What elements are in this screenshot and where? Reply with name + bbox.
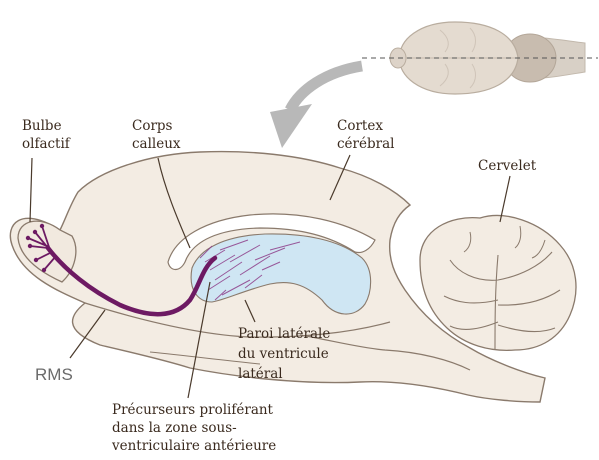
precurseurs-label-line3: ventriculaire antérieure <box>111 438 276 454</box>
cortex-label-line1: Cortex <box>337 118 383 134</box>
paroi-label-line1: Paroi latérale <box>238 326 330 342</box>
precurseurs-label-line2: dans la zone sous- <box>112 420 237 436</box>
paroi-label-line2: du ventricule <box>238 346 329 362</box>
precurseurs-label-line1: Précurseurs proliférant <box>112 402 274 418</box>
paroi-label-line3: latéral <box>238 366 283 382</box>
rms-label: RMS <box>35 365 73 384</box>
cortex-label-line2: cérébral <box>337 136 394 152</box>
corps-label-line1: Corps <box>132 118 173 134</box>
corps-label-line2: calleux <box>132 136 181 152</box>
dorsal-brain-view-icon <box>362 22 598 94</box>
bulbe-label-line1: Bulbe <box>22 118 62 134</box>
bulbe-label-line2: olfactif <box>22 136 71 152</box>
cervelet-label: Cervelet <box>478 158 537 174</box>
